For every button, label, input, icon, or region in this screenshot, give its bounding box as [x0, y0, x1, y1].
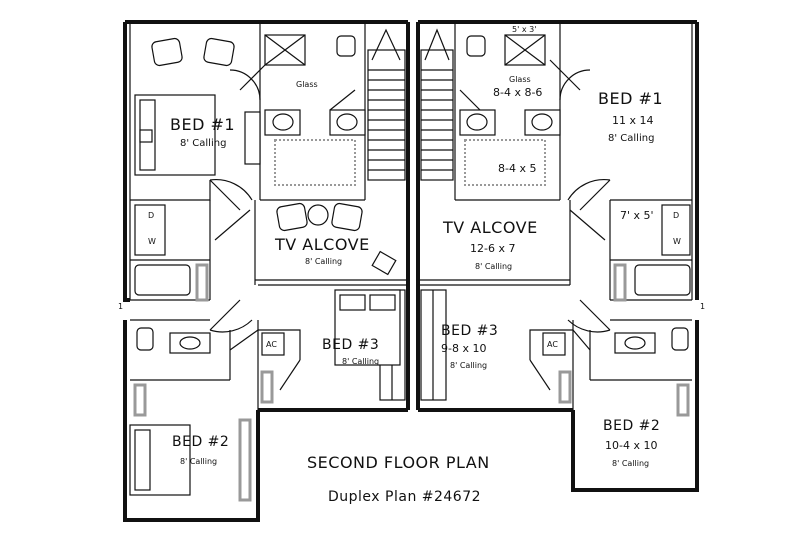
- right-tv-alcove-name: TV ALCOVE: [442, 218, 538, 237]
- right-washer-label: W: [673, 237, 681, 246]
- svg-text:1: 1: [118, 302, 123, 311]
- left-stair-treads: [368, 28, 405, 171]
- right-ac-label: AC: [547, 340, 558, 349]
- right-tv-alcove-dims: 12-6 x 7: [470, 242, 515, 255]
- right-bath-dims: 8-4 x 8-6: [493, 86, 542, 99]
- plan-subtitle: Duplex Plan #24672: [328, 489, 481, 505]
- interior-walls-left: [129, 22, 408, 410]
- left-tv-alcove-name: TV ALCOVE: [274, 235, 370, 254]
- right-bed3-ceiling: 8' Calling: [450, 361, 487, 370]
- right-unit-labels: 5' x 3' Glass 8-4 x 8-6 BED #1 11 x 14 8…: [441, 25, 681, 468]
- left-bed1-name: BED #1: [170, 115, 235, 134]
- left-bed2-ceiling: 8' Calling: [180, 457, 217, 466]
- right-bed2-name: BED #2: [603, 418, 660, 434]
- outer-walls: 1 1: [118, 20, 705, 522]
- left-tv-chair-2: [331, 202, 363, 232]
- left-sink-2: [336, 113, 358, 131]
- right-ac-unit: [542, 332, 566, 356]
- left-ac-unit: [261, 332, 285, 356]
- right-bed1-ceiling: 8' Calling: [608, 133, 654, 144]
- left-toilet-top: [336, 35, 356, 57]
- right-closet-dims: 5' x 3': [512, 25, 536, 34]
- right-bed2-dims: 10-4 x 10: [605, 439, 657, 452]
- right-toilet-top: [466, 35, 486, 57]
- left-tv-chair-1: [276, 202, 308, 232]
- right-tv-alcove-ceiling: 8' Calling: [475, 262, 512, 271]
- right-bed3-name: BED #3: [441, 323, 498, 339]
- left-bed2-name: BED #2: [172, 434, 229, 450]
- door-swings: [209, 59, 611, 391]
- right-bed2-ceiling: 8' Calling: [612, 459, 649, 468]
- right-dryer-label: D: [673, 211, 679, 220]
- right-bed1-dims: 11 x 14: [612, 114, 654, 127]
- right-glass-label: Glass: [509, 75, 531, 84]
- right-sink-1: [466, 113, 488, 131]
- left-bed1-ceiling: 8' Calling: [180, 138, 226, 149]
- left-tv-alcove-ceiling: 8' Calling: [305, 257, 342, 266]
- svg-text:1: 1: [700, 302, 705, 311]
- right-unit-fixtures: [459, 34, 691, 417]
- right-laundry-dims: 7' x 5': [620, 209, 654, 222]
- right-toilet-bottom: [671, 327, 689, 351]
- right-bed1-name: BED #1: [598, 89, 663, 108]
- interior-walls-right: [418, 22, 693, 410]
- left-sink-1: [272, 113, 294, 131]
- left-bed3-ceiling: 8' Calling: [342, 357, 379, 366]
- right-sink-2: [531, 113, 553, 131]
- left-toilet-bottom: [136, 327, 154, 351]
- left-bed3-name: BED #3: [322, 337, 379, 353]
- left-glass-label: Glass: [296, 80, 318, 89]
- left-armchair-2: [203, 37, 235, 67]
- left-ac-label: AC: [266, 340, 277, 349]
- left-washer-label: W: [148, 237, 156, 246]
- left-unit-labels: BED #1 8' Calling Glass TV ALCOVE 8' Cal…: [148, 80, 379, 466]
- right-shower-dims: 8-4 x 5: [498, 162, 536, 175]
- plan-caption: SECOND FLOOR PLAN Duplex Plan #24672: [307, 453, 490, 505]
- plan-title: SECOND FLOOR PLAN: [307, 453, 490, 472]
- left-dryer-label: D: [148, 211, 154, 220]
- left-unit-fixtures: [129, 34, 401, 502]
- left-armchair-1: [151, 37, 183, 67]
- right-stair-treads: [421, 28, 453, 171]
- right-bed3-dims: 9-8 x 10: [441, 342, 486, 355]
